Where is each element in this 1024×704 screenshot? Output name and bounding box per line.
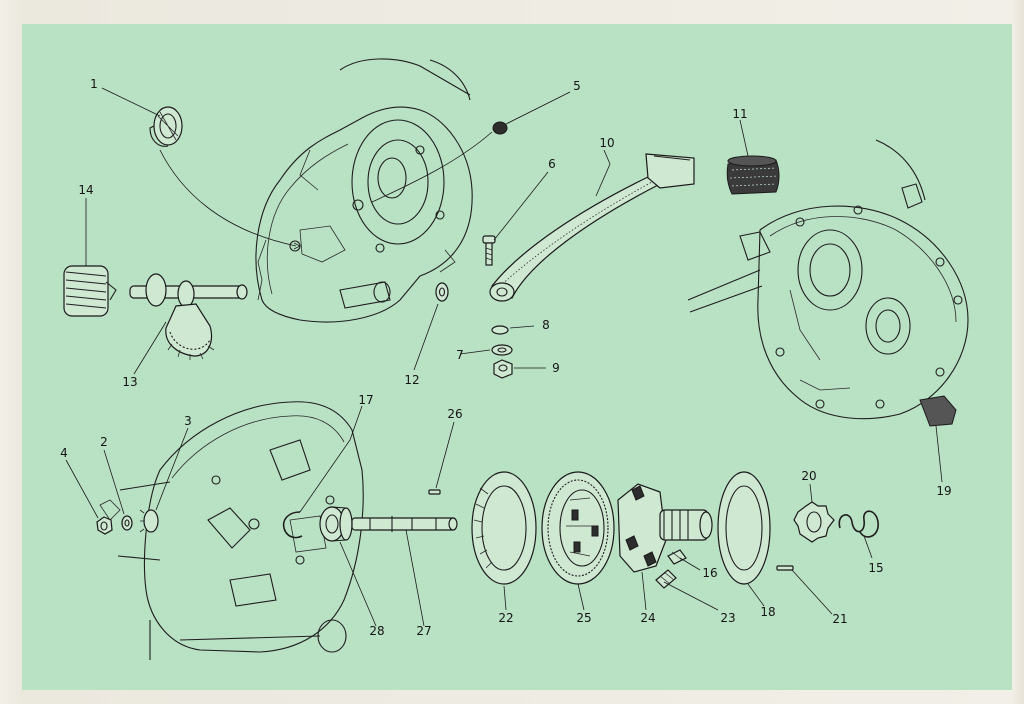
rubber-grip-part-11 — [726, 155, 780, 195]
gasket-piece-part-19 — [919, 395, 957, 427]
lower-housing-drawing — [99, 401, 364, 660]
spring-part-14 — [63, 265, 117, 317]
sprocket-part-3 — [139, 509, 159, 533]
crown-gear-part-25 — [541, 471, 615, 585]
callout-14: 14 — [78, 183, 94, 197]
callout-7: 7 — [456, 348, 464, 362]
callout-10: 10 — [599, 136, 615, 150]
pinion-part-20 — [793, 501, 835, 543]
callout-15: 15 — [868, 561, 884, 575]
callout-5: 5 — [573, 79, 581, 93]
friction-disc-part-22 — [471, 471, 537, 585]
callout-12: 12 — [404, 373, 420, 387]
callout-11: 11 — [732, 107, 748, 121]
callout-13: 13 — [122, 375, 138, 389]
washer-part-2 — [121, 515, 133, 531]
callout-1: 1 — [90, 77, 98, 91]
washer-part-8 — [491, 325, 509, 335]
nut-part-9 — [493, 359, 513, 379]
callout-4: 4 — [60, 446, 68, 460]
callout-9: 9 — [552, 361, 560, 375]
callout-16: 16 — [702, 566, 718, 580]
circlip-part-17 — [282, 511, 303, 539]
leader-lines — [65, 87, 943, 627]
callout-22: 22 — [498, 611, 514, 625]
pin-part-26 — [428, 489, 441, 495]
callout-23: 23 — [720, 611, 736, 625]
callout-2: 2 — [100, 435, 108, 449]
callout-3: 3 — [184, 414, 192, 428]
callout-21: 21 — [832, 612, 848, 626]
washer-part-12 — [435, 282, 449, 302]
bolt-part-6 — [482, 235, 496, 266]
callout-19: 19 — [936, 484, 952, 498]
kickstart-lever-part-10 — [489, 153, 695, 302]
callout-24: 24 — [640, 611, 656, 625]
nut-part-4 — [96, 516, 113, 535]
kickstart-shaft-part-13 — [129, 273, 248, 360]
callout-25: 25 — [576, 611, 592, 625]
upper-crankcase-drawing — [255, 58, 473, 323]
bearing-part-1 — [149, 106, 183, 147]
shaft-part-27 — [351, 516, 458, 532]
callout-6: 6 — [548, 157, 556, 171]
callout-18: 18 — [760, 605, 776, 619]
bearing-part-28 — [319, 506, 353, 542]
callout-27: 27 — [416, 624, 432, 638]
callout-20: 20 — [801, 469, 817, 483]
spring-part-15 — [838, 510, 879, 538]
plug-part-5 — [492, 121, 508, 135]
friction-disc-part-18 — [717, 471, 771, 585]
washer-part-7 — [491, 344, 513, 356]
right-crankcase-drawing — [687, 139, 969, 420]
pin-part-21 — [776, 565, 794, 571]
spring-part-23 — [655, 569, 677, 589]
callout-26: 26 — [447, 407, 463, 421]
spring-part-16 — [667, 549, 687, 565]
callout-8: 8 — [542, 318, 550, 332]
callout-28: 28 — [369, 624, 385, 638]
callout-17: 17 — [358, 393, 374, 407]
differential-hub-part-24 — [617, 483, 713, 573]
